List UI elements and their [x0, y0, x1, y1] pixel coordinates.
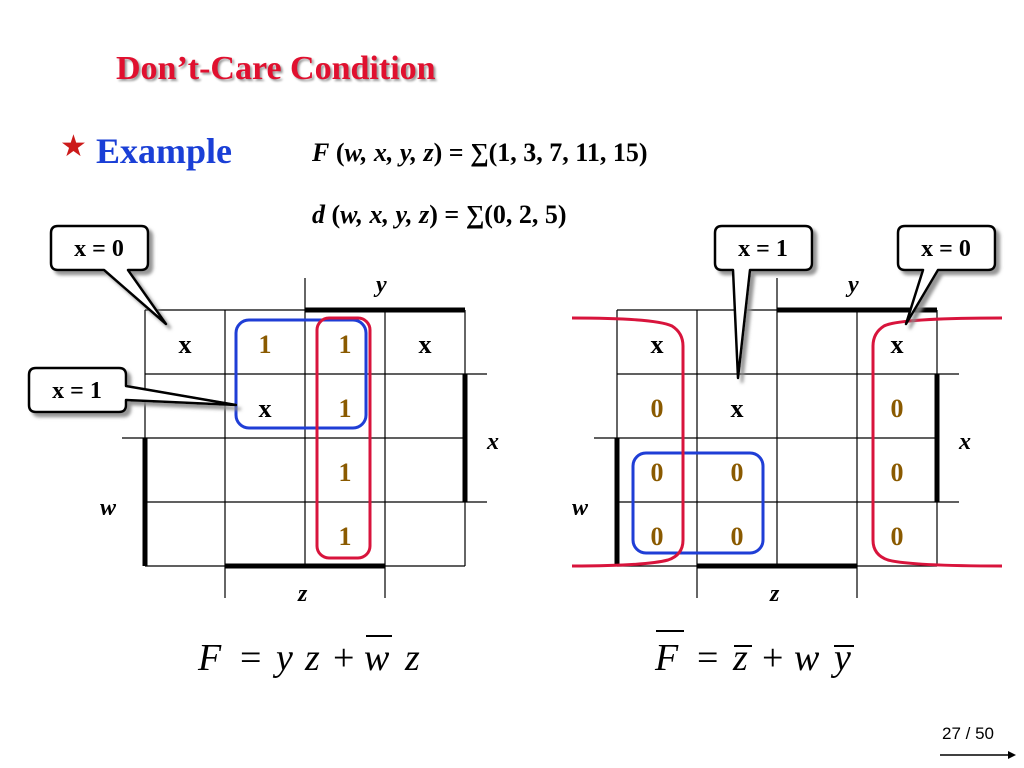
- right-cell: x: [891, 330, 904, 359]
- right-callout-right: x = 0: [896, 224, 997, 326]
- left-cell: x: [179, 330, 192, 359]
- left-callout-top: x = 0: [49, 224, 168, 326]
- left-result-plus: +: [333, 637, 354, 679]
- right-cell: 0: [651, 458, 664, 487]
- dontcare-equation: d (w, x, y, z) = ∑(0, 2, 5): [312, 200, 567, 229]
- left-result-equals: =: [240, 637, 261, 679]
- right-kmap-cells: x x 0 x 0 0 0 0 0 0 0: [651, 330, 904, 551]
- callout-x-eq-1-right: x = 1: [738, 236, 788, 262]
- right-var-y: y: [845, 272, 859, 298]
- right-kmap: y x w z x x 0 x 0 0 0 0 0 0 0 x = 1 x = …: [571, 224, 1003, 679]
- right-cell: x: [731, 394, 744, 423]
- left-var-x: x: [486, 429, 499, 455]
- left-kmap: y x w z x 1 1 x x 1 1 1 x = 0 x = 1 F =: [27, 224, 499, 679]
- left-result-z2: z: [404, 637, 420, 679]
- slide-title: Don’t-Care Condition: [116, 50, 436, 87]
- callout-x-eq-0-left: x = 0: [74, 236, 124, 262]
- right-kmap-grid: [594, 278, 959, 598]
- right-cell: 0: [891, 458, 904, 487]
- right-blue-group: [631, 451, 765, 555]
- next-arrow-icon[interactable]: [940, 751, 1016, 759]
- right-cell: 0: [731, 522, 744, 551]
- right-cell: 0: [891, 394, 904, 423]
- callout-x-eq-1-left: x = 1: [52, 378, 102, 404]
- right-cell: 0: [651, 522, 664, 551]
- left-cell: x: [259, 394, 272, 423]
- eq-d-rhs: = ∑(0, 2, 5): [437, 200, 567, 229]
- bullet-example: Example: [96, 131, 233, 171]
- right-var-z: z: [769, 581, 780, 607]
- right-result-lhs: F: [654, 637, 679, 679]
- left-var-z: z: [297, 581, 308, 607]
- left-red-group: [315, 316, 372, 560]
- right-result-expression: F = z + w y: [654, 630, 854, 679]
- right-result-z: z: [732, 637, 748, 679]
- left-cell: 1: [339, 458, 352, 487]
- right-cell: 0: [891, 522, 904, 551]
- eq-f-rhs: = ∑(1, 3, 7, 11, 15): [442, 138, 648, 167]
- left-result-y: y: [272, 637, 293, 679]
- left-cell: x: [419, 330, 432, 359]
- left-result-z1: z: [304, 637, 320, 679]
- right-result-equals: =: [697, 637, 718, 679]
- right-result-w: w: [794, 637, 820, 679]
- right-cell: x: [651, 330, 664, 359]
- left-cell: 1: [339, 522, 352, 551]
- callout-x-eq-0-right: x = 0: [921, 236, 971, 262]
- right-red-wrap-group-left: [571, 316, 685, 568]
- left-kmap-variable-bars: [142, 307, 468, 569]
- left-result-w: w: [364, 637, 390, 679]
- right-result-y: y: [830, 637, 851, 679]
- eq-d-name: d: [312, 200, 325, 229]
- left-callout-side: x = 1: [27, 366, 238, 414]
- star-icon: ★: [60, 130, 87, 163]
- right-callout-middle: x = 1: [713, 224, 814, 380]
- left-cell: 1: [339, 394, 352, 423]
- left-result-lhs: F: [197, 637, 222, 679]
- left-kmap-cells: x 1 1 x x 1 1 1: [179, 330, 432, 551]
- left-blue-group: [234, 318, 368, 430]
- left-var-w: w: [100, 495, 117, 521]
- right-cell: 0: [651, 394, 664, 423]
- left-kmap-grid: [122, 278, 487, 598]
- left-cell: 1: [339, 330, 352, 359]
- left-result-expression: F = y z + w z: [197, 635, 420, 679]
- right-cell: 0: [731, 458, 744, 487]
- right-result-plus: +: [762, 637, 783, 679]
- function-equation: F (w, x, y, z) = ∑(1, 3, 7, 11, 15): [312, 138, 648, 167]
- page-number: 27 / 50: [942, 724, 994, 743]
- left-cell: 1: [259, 330, 272, 359]
- right-var-w: w: [572, 495, 589, 521]
- eq-d-vars: w, x, y, z: [340, 200, 430, 229]
- eq-f-name: F: [312, 138, 330, 167]
- left-var-y: y: [373, 272, 387, 298]
- right-var-x: x: [958, 429, 971, 455]
- eq-f-vars: w, x, y, z: [344, 138, 434, 167]
